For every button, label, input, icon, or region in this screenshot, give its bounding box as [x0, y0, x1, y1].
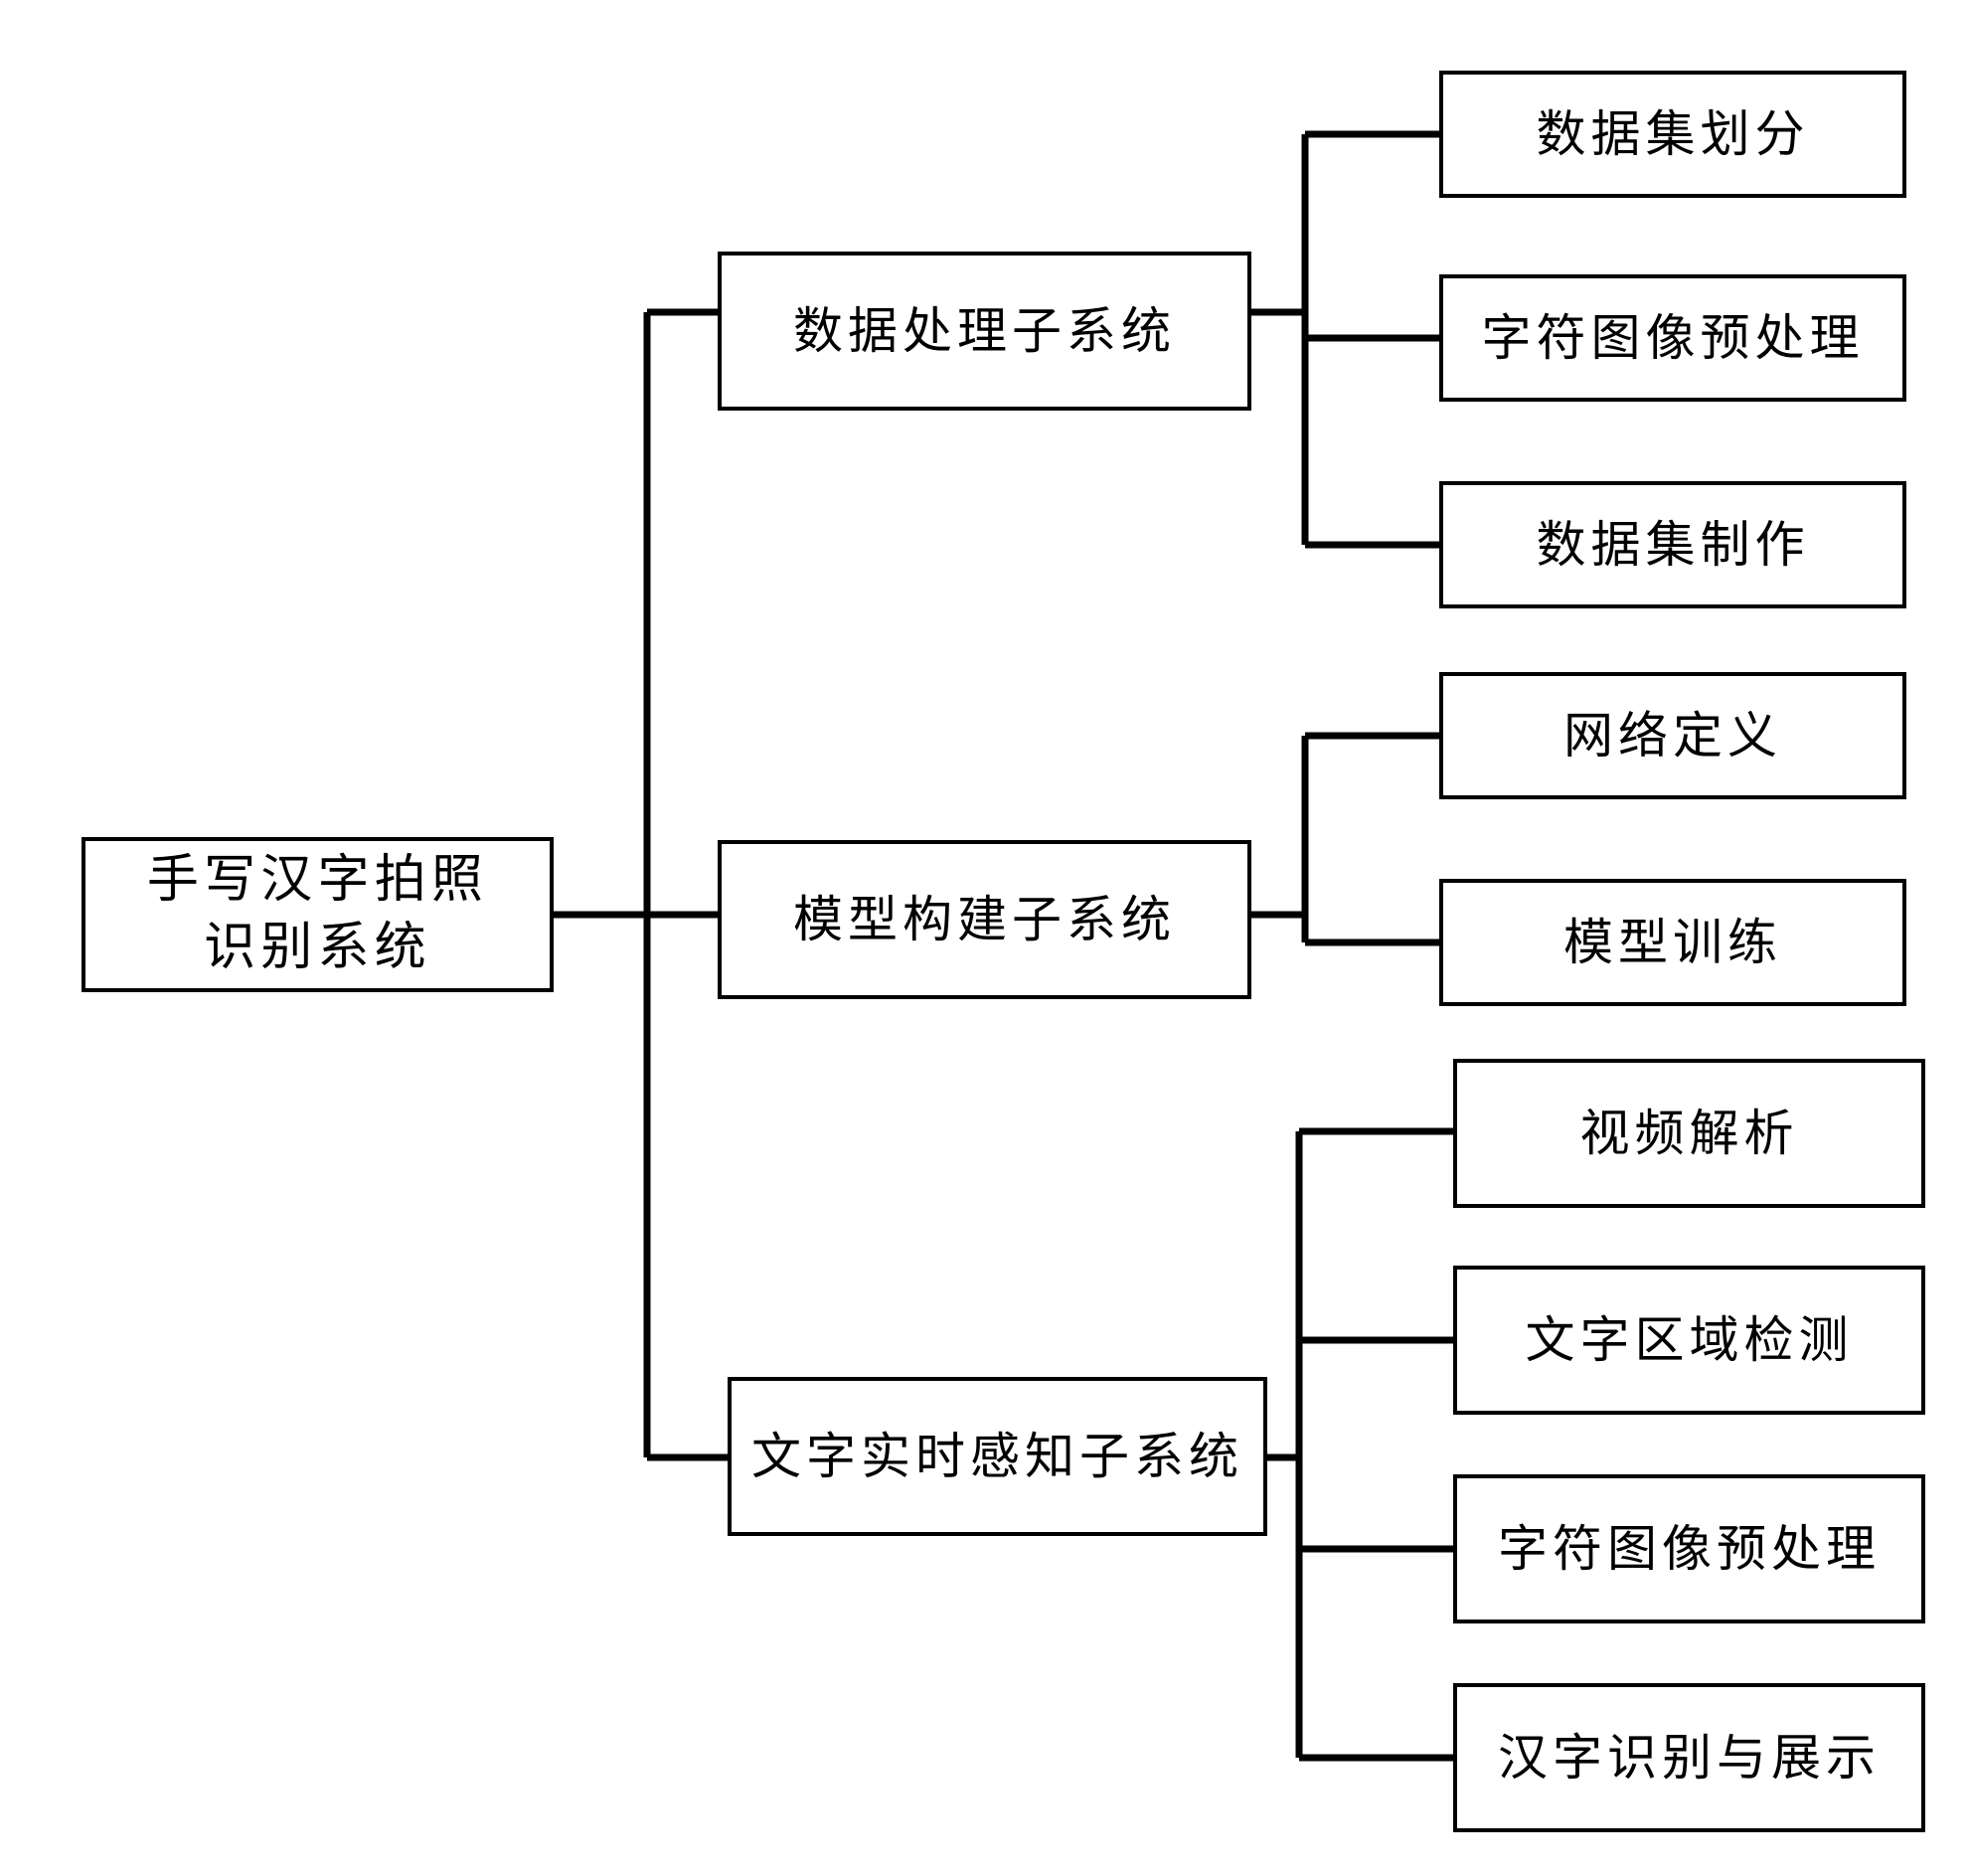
leaf-node-label: 汉字识别与展示: [1498, 1728, 1881, 1787]
subsystem-node-label: 数据处理子系统: [793, 301, 1176, 360]
leaf-node-label: 模型训练: [1563, 913, 1782, 971]
leaf-node-label: 视频解析: [1579, 1104, 1799, 1162]
leaf-node-dataset-split[interactable]: 数据集划分: [1439, 71, 1906, 198]
leaf-node-label: 字符图像预处理: [1481, 308, 1865, 367]
subsystem-node-label: 模型构建子系统: [793, 890, 1176, 948]
leaf-node-text-region-detection[interactable]: 文字区域检测: [1453, 1266, 1925, 1415]
leaf-node-character-recognition-and-display[interactable]: 汉字识别与展示: [1453, 1683, 1925, 1832]
subsystem-node-model-building[interactable]: 模型构建子系统: [718, 840, 1251, 999]
leaf-node-label: 字符图像预处理: [1498, 1519, 1881, 1578]
root-node-handwritten-chinese-recognition-system[interactable]: 手写汉字拍照 识别系统: [82, 837, 554, 992]
root-node-label: 手写汉字拍照 识别系统: [146, 850, 489, 977]
leaf-node-character-image-preprocessing[interactable]: 字符图像预处理: [1439, 274, 1906, 402]
leaf-node-label: 数据集划分: [1536, 104, 1810, 163]
leaf-node-video-parsing[interactable]: 视频解析: [1453, 1059, 1925, 1208]
subsystem-node-data-processing[interactable]: 数据处理子系统: [718, 252, 1251, 411]
leaf-node-model-training[interactable]: 模型训练: [1439, 879, 1906, 1006]
leaf-node-label: 网络定义: [1563, 706, 1782, 765]
leaf-node-label: 数据集制作: [1536, 515, 1810, 574]
leaf-node-label: 文字区域检测: [1525, 1310, 1854, 1369]
leaf-node-network-definition[interactable]: 网络定义: [1439, 672, 1906, 799]
subsystem-node-label: 文字实时感知子系统: [751, 1427, 1243, 1485]
leaf-node-dataset-creation[interactable]: 数据集制作: [1439, 481, 1906, 608]
subsystem-node-realtime-text-perception[interactable]: 文字实时感知子系统: [728, 1377, 1267, 1536]
leaf-node-character-image-preprocessing-realtime[interactable]: 字符图像预处理: [1453, 1474, 1925, 1623]
